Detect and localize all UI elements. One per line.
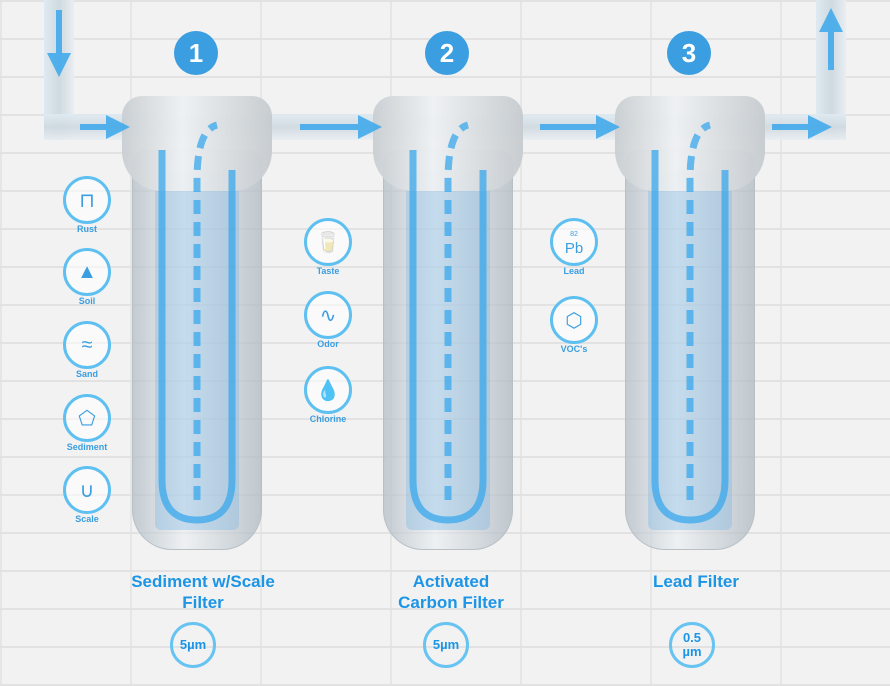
filter-title-3: Lead Filter — [653, 572, 739, 591]
scale-pipe-icon: ∪ — [63, 466, 111, 514]
filter-housing-3 — [625, 150, 755, 550]
step-number-3: 3 — [667, 31, 711, 75]
contaminant-rust: ⊓Rust — [47, 176, 127, 234]
filter-flow-3 — [651, 150, 729, 524]
contaminant-sand: ≈Sand — [47, 321, 127, 379]
contaminant-taste: 🥛Taste — [288, 218, 368, 276]
filter-flow-2 — [409, 150, 487, 524]
filter-cap-2 — [373, 96, 523, 191]
filter-center-flow-3 — [686, 121, 712, 500]
micron-rating-2: 5µm — [423, 622, 469, 668]
molecule-icon: ⬡ — [550, 296, 598, 344]
filter-cap-1 — [122, 96, 272, 191]
step-number-2: 2 — [425, 31, 469, 75]
filter-cap-3 — [615, 96, 765, 191]
micron-rating-1: 5µm — [170, 622, 216, 668]
contaminant-scale: ∪Scale — [47, 466, 127, 524]
filter-housing-2 — [383, 150, 513, 550]
contaminant-vocs: ⬡VOC's — [534, 296, 614, 354]
sand-icon: ≈ — [63, 321, 111, 369]
filter-flow-1 — [158, 150, 236, 524]
filter-center-flow-1 — [193, 121, 219, 500]
contaminant-sediment: ⬠Sediment — [47, 394, 127, 452]
contaminant-soil: ▲Soil — [47, 248, 127, 306]
soil-icon: ▲ — [63, 248, 111, 296]
step-number-1: 1 — [174, 31, 218, 75]
filter-housing-1 — [132, 150, 262, 550]
contaminant-odor: ∿Odor — [288, 291, 368, 349]
pipe-rust-icon: ⊓ — [63, 176, 111, 224]
filter-center-flow-2 — [444, 121, 470, 500]
water-glass-icon: 🥛 — [304, 218, 352, 266]
contaminant-chlorine: 💧Chlorine — [288, 366, 368, 424]
odor-icon: ∿ — [304, 291, 352, 339]
chlorine-drop-icon: 💧 — [304, 366, 352, 414]
sediment-icon: ⬠ — [63, 394, 111, 442]
